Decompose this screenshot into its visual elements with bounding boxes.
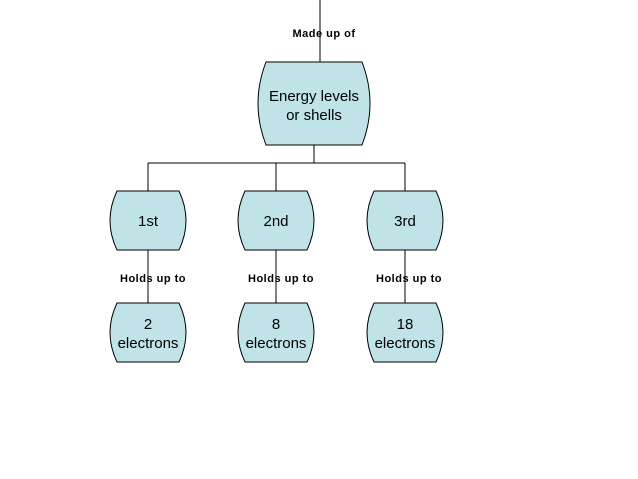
root-node-line-1: Energy levels [269, 88, 359, 105]
level-node-1st: 1st [109, 190, 187, 251]
capacity-node-2-unit: electrons [246, 335, 307, 352]
capacity-node-2-shape [237, 302, 315, 363]
capacity-node-1: 2 electrons [109, 302, 187, 363]
made-up-of-label: Made up of [292, 28, 355, 40]
holds-up-to-label-2: Holds up to [248, 273, 314, 285]
root-node-line-2: or shells [286, 107, 342, 124]
capacity-node-2-value: 8 [272, 316, 280, 333]
level-node-3rd: 3rd [366, 190, 444, 251]
level-node-3rd-shape [366, 190, 444, 251]
capacity-node-1-shape [109, 302, 187, 363]
capacity-node-3-shape [366, 302, 444, 363]
root-node: Energy levels or shells [257, 61, 371, 146]
level-node-1st-shape [109, 190, 187, 251]
level-node-1st-label: 1st [138, 213, 159, 230]
capacity-node-1-value: 2 [144, 316, 152, 333]
capacity-node-3-unit: electrons [375, 335, 436, 352]
holds-up-to-label-1: Holds up to [120, 273, 186, 285]
capacity-node-3-value: 18 [397, 316, 414, 333]
capacity-node-2: 8 electrons [237, 302, 315, 363]
holds-up-to-label-3: Holds up to [376, 273, 442, 285]
root-node-shape [257, 61, 371, 146]
level-node-3rd-label: 3rd [394, 213, 416, 230]
capacity-node-1-unit: electrons [118, 335, 179, 352]
level-node-2nd-shape [237, 190, 315, 251]
level-node-2nd: 2nd [237, 190, 315, 251]
level-node-2nd-label: 2nd [263, 213, 288, 230]
capacity-node-3: 18 electrons [366, 302, 444, 363]
